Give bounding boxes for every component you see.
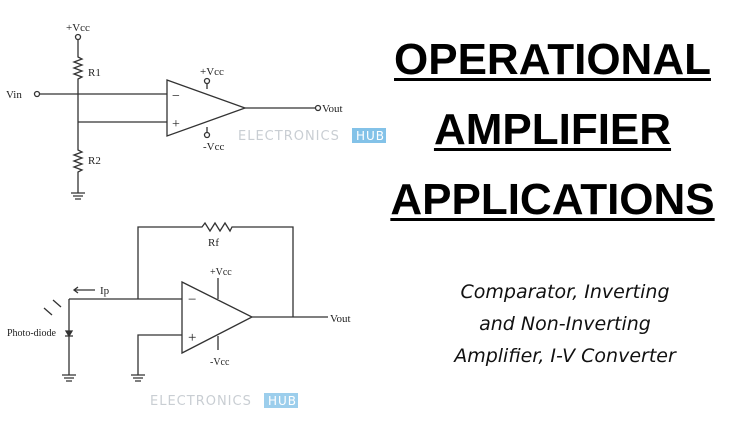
subtitle: Comparator, Inverting and Non-Inverting … (400, 276, 730, 372)
input-wires (40, 93, 167, 123)
resistor-divider (72, 40, 84, 193)
ip-label: Ip (100, 285, 110, 297)
opamp-triangle (181, 280, 254, 355)
rf-label: Rf (208, 237, 219, 249)
opamp-vcc-neg-label: -Vcc (210, 357, 230, 368)
subtitle-line-3: Amplifier, I-V Converter (454, 345, 676, 367)
ground-icon (71, 192, 85, 200)
watermark-badge-text: HUB (356, 129, 385, 143)
watermark-badge-text: HUB (268, 394, 297, 408)
opamp-vcc-pos-label: +Vcc (210, 267, 232, 278)
vcc-label: +Vcc (66, 22, 90, 34)
vcc-terminal (74, 33, 82, 41)
opamp-triangle (166, 79, 247, 137)
light-arrows-icon (43, 299, 62, 316)
watermark-text: ELECTRONICS (150, 394, 252, 409)
watermark-text: ELECTRONICS (238, 129, 340, 144)
opamp-vcc-neg-label: -Vcc (203, 141, 224, 153)
minus-sign: − (188, 292, 196, 308)
watermark-badge (352, 128, 386, 143)
comparator-circuit (33, 33, 322, 200)
ground-icon (62, 374, 76, 382)
subtitle-line-1: Comparator, Inverting (460, 281, 670, 303)
r1-label: R1 (88, 67, 101, 79)
plus-sign: + (172, 117, 180, 132)
photodiode-label: Photo-diode (7, 328, 56, 339)
watermark-badge (264, 393, 298, 408)
subtitle-line-2: and Non-Inverting (479, 313, 651, 335)
vout-terminal (314, 104, 322, 112)
photodiode-icon (64, 330, 74, 338)
noninverting-input-wire (137, 334, 182, 375)
vin-terminal (33, 90, 41, 98)
opamp-vcc-pos-label: +Vcc (200, 66, 224, 78)
vout-label: Vout (330, 313, 351, 325)
iv-converter-circuit (43, 221, 328, 382)
r2-label: R2 (88, 155, 101, 167)
title-line-2: AMPLIFIER (433, 105, 672, 154)
minus-sign: − (172, 89, 180, 104)
title-line-1: OPERATIONAL (394, 35, 711, 84)
current-arrow-icon (72, 286, 95, 294)
feedback-resistor (137, 221, 294, 317)
ground-icon (131, 374, 145, 382)
vout-label: Vout (322, 103, 343, 115)
plus-sign: + (188, 330, 196, 346)
vin-label: Vin (6, 89, 22, 101)
title-line-3: APPLICATIONS (390, 175, 715, 224)
